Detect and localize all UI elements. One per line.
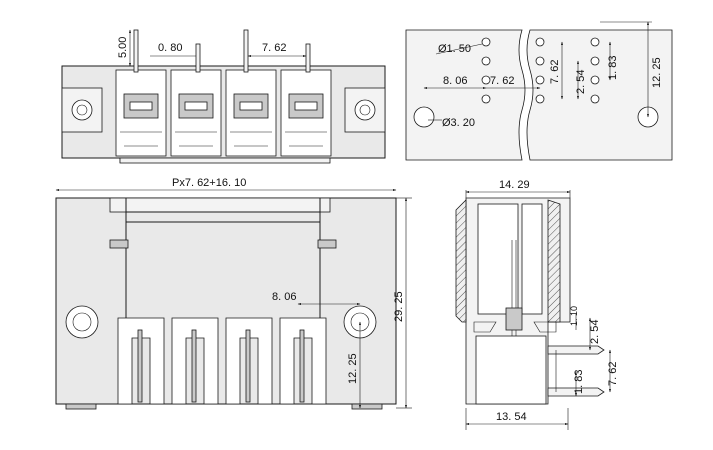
front-view: 5.00 0. 80 7. 62	[61, 29, 386, 164]
wire-openings	[117, 317, 327, 405]
dim-pitch-top: 7. 62	[262, 42, 286, 54]
pcb-layout: Ø1. 50 Ø3. 20 8. 06 7. 62 7. 62 2. 54 1.…	[405, 21, 673, 161]
dim-top-offset-v: 12. 25	[347, 353, 359, 384]
dim-depth-top: 14. 29	[499, 179, 530, 191]
dim-pcb-12-25: 12. 25	[651, 57, 663, 88]
dim-pcb-pitch-h: 7. 62	[490, 75, 514, 87]
dim-1-10: 1. 10	[569, 306, 579, 326]
top-mount-hole-left	[65, 305, 99, 339]
dim-1-83: 1. 83	[573, 370, 585, 394]
dim-width: Px7. 62+16. 10	[172, 177, 246, 189]
dim-pcb-1-83: 1. 83	[607, 56, 619, 80]
mount-hole-left	[71, 99, 93, 121]
mount-hole-right	[354, 99, 376, 121]
top-view: Px7. 62+16. 10 29. 25 8. 06 12. 25	[55, 177, 412, 410]
pins-top	[133, 29, 311, 73]
dim-height: 29. 25	[393, 291, 405, 322]
pin-cells	[115, 69, 332, 157]
pcb-holes	[413, 37, 659, 128]
dim-pin-length: 5.00	[117, 37, 129, 58]
dim-7-62: 7. 62	[607, 362, 619, 386]
dim-hole-small: Ø1. 50	[438, 43, 471, 55]
dim-top-offset-h: 8. 06	[272, 291, 296, 303]
dim-pcb-2-54: 2. 54	[575, 70, 587, 94]
dim-hole-large: Ø3. 20	[442, 117, 475, 129]
dim-pin-width: 0. 80	[158, 42, 182, 54]
dim-depth-bottom: 13. 54	[496, 411, 527, 423]
dim-pcb-offset-h: 8. 06	[443, 75, 467, 87]
dim-pcb-pitch-v: 7. 62	[549, 60, 561, 84]
side-section: 14. 29 13. 54 1. 10 2. 54 7. 62 1. 83	[455, 179, 619, 430]
dim-2-54: 2. 54	[589, 320, 601, 344]
